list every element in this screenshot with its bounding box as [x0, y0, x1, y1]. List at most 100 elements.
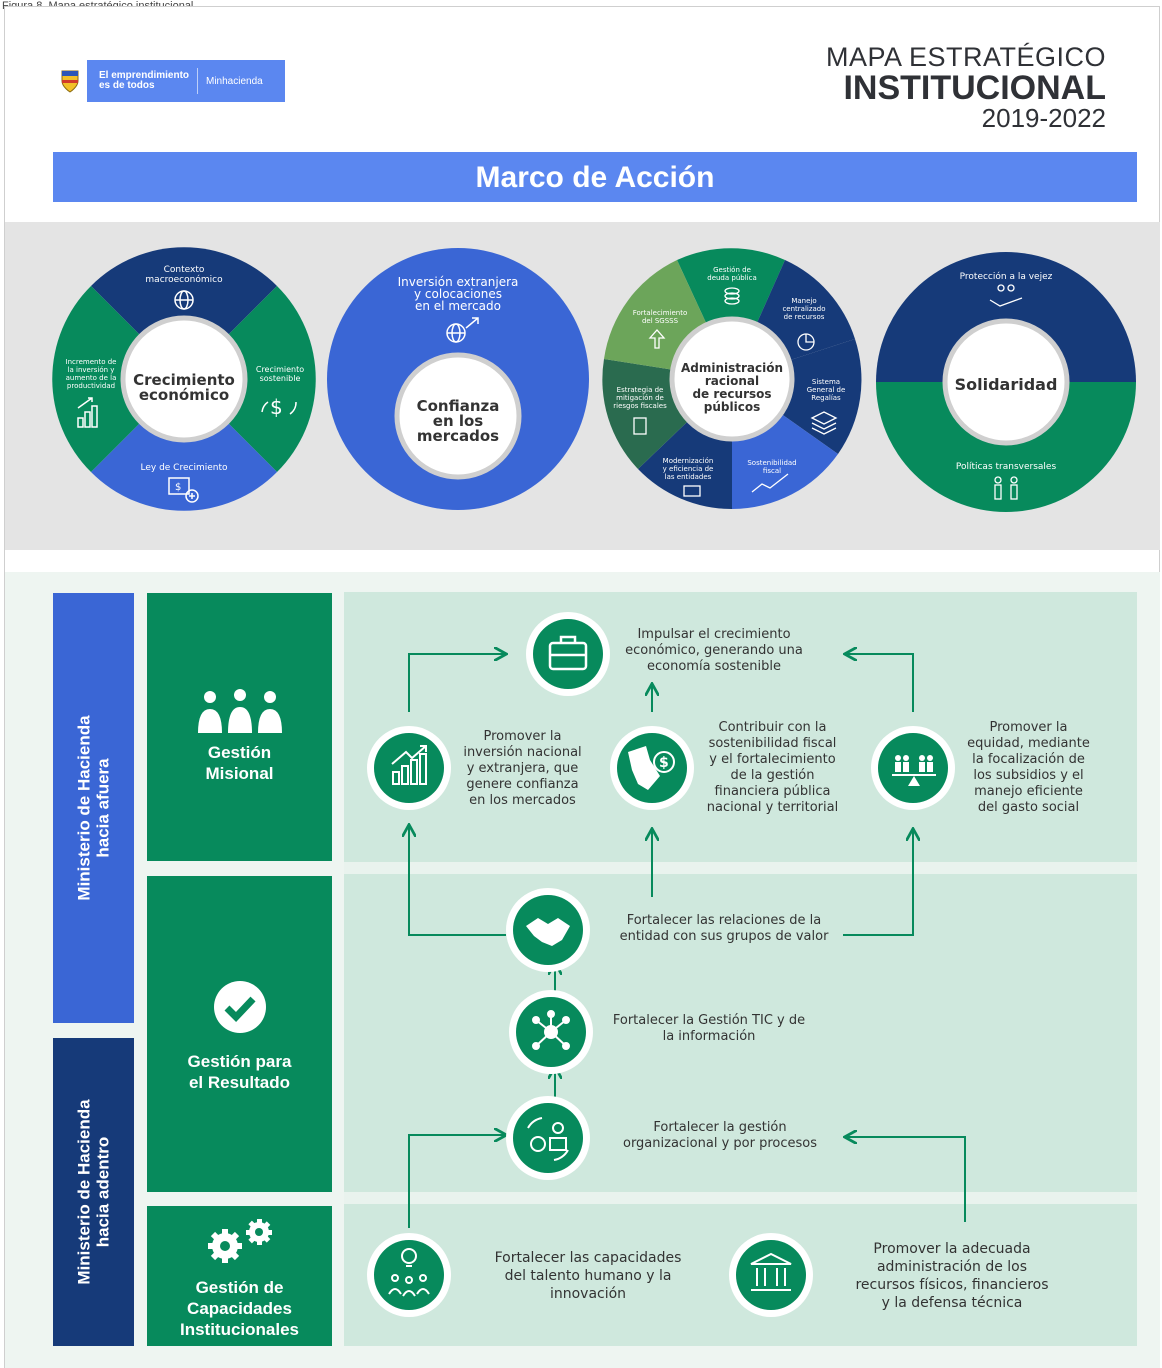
c3-s5-1: Estrategia de [617, 386, 664, 394]
dollar-cycle-icon: $ [270, 395, 283, 419]
circle-crecimiento: Crecimiento económico Contexto macroecon… [52, 247, 316, 511]
c2-top-1: Inversión extranjera [398, 275, 519, 289]
c1-center-1: Crecimiento [133, 371, 235, 389]
c1-top-1: Contexto [164, 265, 205, 275]
c2-center-1: Confianza [417, 397, 500, 415]
c3-s1-1: Manejo [791, 297, 816, 305]
equity-node [871, 726, 955, 810]
c3-center-1: Administración [681, 361, 783, 375]
title-line-3: 2019-2022 [981, 103, 1106, 133]
gestion-capacidades-label-2: Capacidades [187, 1299, 292, 1318]
c1-bottom-1: Ley de Crecimiento [140, 463, 228, 473]
monitor-icon [683, 485, 701, 497]
c3-center-3: de recursos [692, 387, 771, 401]
c4-center: Solidaridad [955, 375, 1058, 394]
idea-people-icon [388, 1248, 430, 1297]
globe-arrow-icon [446, 317, 479, 343]
c2-center-3: mercados [417, 427, 499, 445]
process-node [506, 1096, 590, 1180]
network-icon [532, 1010, 570, 1050]
briefcase-node [526, 612, 610, 696]
c3-center-4: públicos [704, 400, 760, 414]
trend-line-icon [751, 473, 789, 493]
c1-left-2: la inversión y [68, 366, 115, 374]
money-add-icon [168, 477, 199, 503]
logo-tagline-1: El emprendimiento [99, 70, 190, 81]
title-line-2: INSTITUCIONAL [843, 69, 1106, 107]
c3-s3-1: Sostenibilidad [747, 459, 796, 467]
circle-confianza: Inversión extranjera y colocaciones en e… [327, 248, 589, 510]
gestion-resultado-box: Gestión para el Resultado [147, 876, 332, 1192]
c3-s1-3: de recursos [784, 313, 825, 321]
globe-icon [174, 290, 194, 310]
logo-tagline-2: es de todos [99, 80, 155, 91]
c1-center-2: económico [139, 386, 229, 404]
gestion-misional-label-1: Gestión [207, 743, 272, 762]
circle-solidaridad: Solidaridad Protección a la vejez Políti… [876, 252, 1136, 512]
c1-left-4: productividad [67, 382, 115, 390]
c3-s5-3: riesgos fiscales [613, 402, 667, 410]
svg-text:$: $ [659, 755, 669, 771]
c3-s3-2: fiscal [763, 467, 781, 475]
balance-people-icon [892, 755, 936, 786]
c2-top-3: en el mercado [415, 299, 501, 313]
page-title: MAPA ESTRATÉGICO INSTITUCIONAL 2019-2022 [826, 42, 1106, 133]
c3-s2-1: Sistema [812, 378, 840, 386]
document-icon [633, 417, 647, 435]
handshake-node [506, 888, 590, 972]
coat-of-arms-icon [53, 60, 87, 102]
objectives-panel [344, 592, 1137, 1346]
upload-arrow-icon [648, 329, 666, 349]
handshake-icon [526, 918, 570, 946]
c3-s6-1: Fortalecimiento [633, 309, 688, 317]
logo-brand: Minhacienda [206, 75, 263, 87]
gestion-capacidades-label-1: Gestión de [195, 1278, 284, 1297]
c1-right-1: Crecimiento [256, 365, 304, 374]
check-circle-icon [213, 981, 266, 1033]
marco-de-accion-banner: Marco de Acción [53, 152, 1137, 202]
c3-s2-3: Regalías [811, 394, 841, 402]
c3-s5-2: mitigación de [616, 394, 664, 402]
c1-left-3: aumento de la [66, 374, 117, 382]
growth-node [367, 726, 451, 810]
gestion-misional-label-2: Misional [205, 764, 274, 783]
c3-s0-1: Gestión de [713, 266, 751, 274]
gestion-capacidades-label-3: Institucionales [179, 1320, 300, 1339]
growth-chart-icon [391, 745, 427, 785]
c4-top: Protección a la vejez [960, 271, 1053, 282]
institution-building-icon [750, 1252, 792, 1291]
c3-s4-3: las entidades [665, 473, 712, 481]
gestion-resultado-label-1: Gestión para [187, 1052, 292, 1071]
gears-icon [207, 1219, 272, 1263]
svg-text:$: $ [175, 482, 181, 493]
c3-s4-2: y eficiencia de [663, 465, 714, 473]
people-group-icon [197, 689, 282, 733]
coins-icon [724, 287, 740, 305]
institution-node [729, 1233, 813, 1317]
elderly-care-icon [989, 284, 1023, 307]
colombia-finance-node: $ [610, 726, 694, 810]
c3-s1-2: centralizado [782, 305, 825, 313]
c2-center-2: en los [433, 412, 484, 430]
c1-top-2: macroeconómico [145, 274, 223, 285]
c2-top-2: y colocaciones [414, 287, 502, 301]
c1-right-2: sostenible [260, 374, 301, 383]
c3-s0-2: deuda pública [707, 274, 757, 282]
network-node [509, 990, 593, 1074]
c3-s4-1: Modernización [663, 457, 714, 465]
c3-s2-2: General de [807, 386, 846, 394]
c3-center-2: racional [705, 374, 759, 388]
c4-bottom: Políticas transversales [956, 462, 1057, 472]
gestion-capacidades-box: Gestión de Capacidades Institucionales [147, 1206, 332, 1346]
